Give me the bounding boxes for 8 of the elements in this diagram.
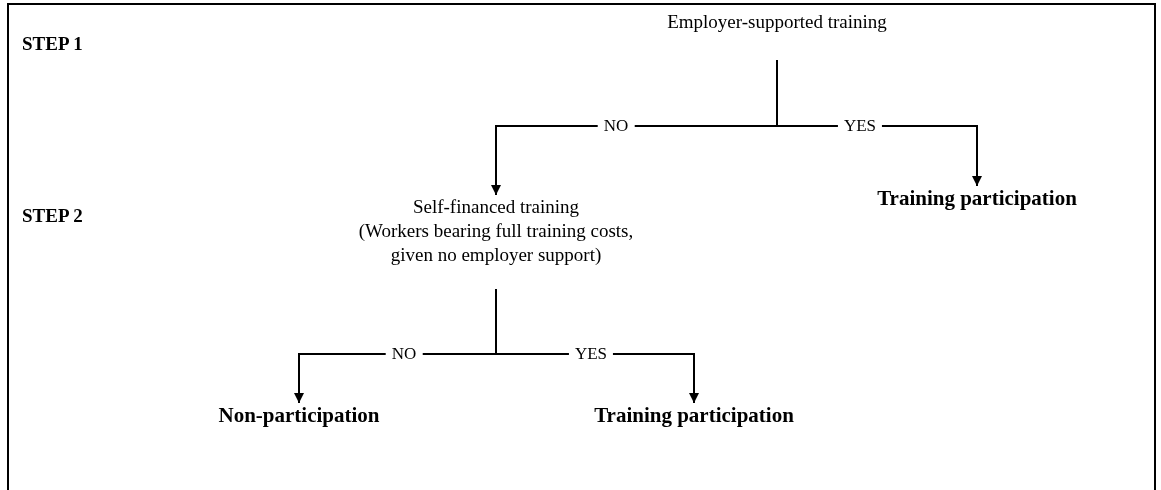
node-description: (Workers bearing full training costs, given no employer support) — [357, 219, 635, 267]
outcome-label: Training participation — [594, 403, 794, 427]
step-label: STEP 1 — [22, 33, 83, 55]
decision-label: Employer-supported training — [667, 10, 887, 34]
outcome-label: Training participation — [877, 186, 1077, 210]
decision-label: Self-financed training — [411, 195, 581, 219]
outcome-label: Non-participation — [218, 403, 380, 427]
step-label: STEP 2 — [22, 205, 83, 227]
